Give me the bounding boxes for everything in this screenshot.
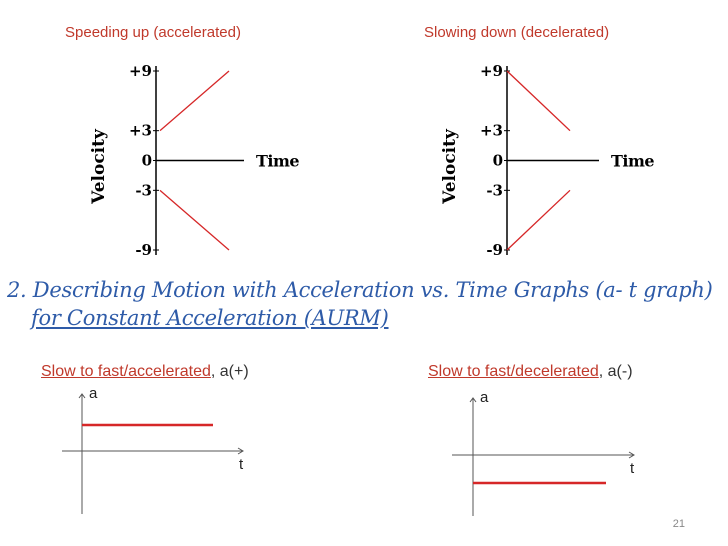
x-axis-label: t	[630, 460, 635, 477]
y-tick-label: +9	[480, 62, 503, 80]
y-tick-label: -9	[135, 241, 152, 259]
section-heading: 2. Describing Motion with Acceleration v…	[7, 276, 713, 332]
y-tick-label: -9	[486, 241, 503, 259]
y-tick-label: 0	[493, 152, 503, 170]
y-axis-label: a	[480, 389, 489, 406]
page-number: 21	[672, 518, 685, 530]
series-line-1	[159, 70, 230, 132]
bottom-left-label: Slow to fast/accelerated, a(+)	[41, 363, 249, 381]
series-line-2	[506, 189, 571, 251]
y-tick-label: -3	[486, 181, 503, 199]
x-axis-label: Time	[256, 152, 299, 171]
bottom-right-label-main: Slow to fast/decelerated	[428, 363, 599, 380]
y-tick-label: +3	[480, 122, 503, 140]
y-tick-label: 0	[142, 152, 152, 170]
y-tick-label: +3	[129, 122, 152, 140]
bottom-right-label-rest: , a(-)	[598, 363, 633, 380]
top-right-title: Slowing down (decelerated)	[424, 24, 610, 41]
y-axis-label: Velocity	[440, 128, 460, 205]
y-tick-label: -3	[135, 181, 152, 199]
y-axis-label: Velocity	[89, 128, 109, 205]
top-left-title: Speeding up (accelerated)	[65, 24, 241, 41]
x-axis-label: Time	[611, 152, 654, 171]
y-tick-label: +9	[129, 62, 152, 80]
bottom-left-label-main: Slow to fast/accelerated	[41, 363, 211, 380]
y-axis-arrowhead	[469, 397, 477, 403]
x-axis-arrowhead	[237, 447, 244, 455]
heading-line-1: 2. Describing Motion with Acceleration v…	[7, 278, 713, 302]
y-axis-arrowhead	[78, 393, 86, 399]
heading-line-2: for Constant Acceleration (AURM)	[31, 306, 389, 330]
bottom-left-label-rest: , a(+)	[210, 363, 249, 380]
bottom-right-label: Slow to fast/decelerated, a(-)	[428, 363, 633, 381]
series-line-1	[506, 70, 571, 132]
series-line-2	[159, 189, 230, 251]
y-axis-label: a	[89, 385, 98, 402]
x-axis-label: t	[239, 456, 244, 473]
x-axis-arrowhead	[628, 451, 635, 459]
